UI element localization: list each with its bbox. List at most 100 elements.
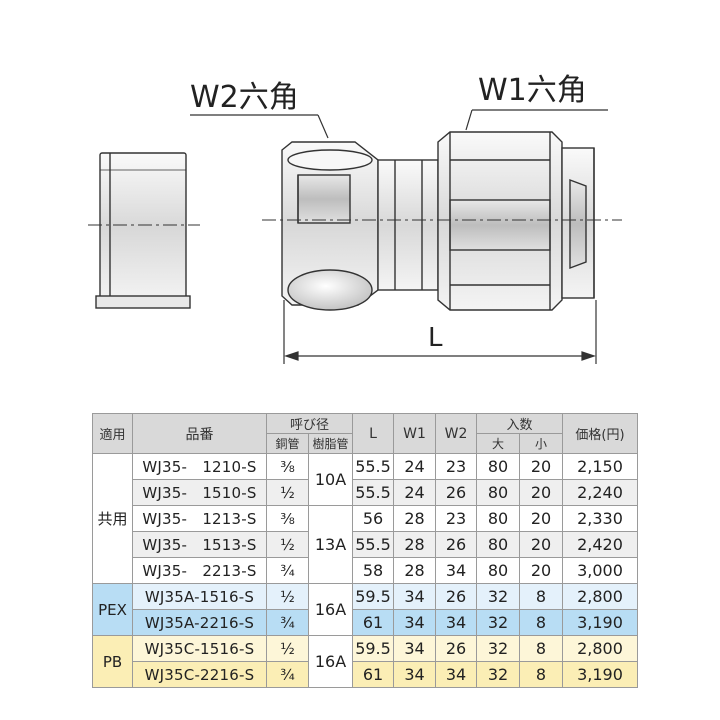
l-value: 58 xyxy=(352,557,394,584)
part-number: WJ35C-2216-S xyxy=(132,661,267,688)
header-qty: 入数 xyxy=(476,413,563,434)
w1-value: 34 xyxy=(393,609,436,636)
price: 3,000 xyxy=(562,557,638,584)
part-number: WJ35- 1510-S xyxy=(132,479,267,506)
l-dimension xyxy=(283,300,597,364)
w1-value: 34 xyxy=(393,661,436,688)
header-w1: W1 xyxy=(393,413,436,454)
l-value: 61 xyxy=(352,609,394,636)
qty-small: 20 xyxy=(519,479,563,506)
copper-size: ⅜ xyxy=(266,505,309,532)
union-end xyxy=(561,147,595,299)
part-number: WJ35A-1516-S xyxy=(132,583,267,610)
w1-hex-label: W1六角 xyxy=(478,73,587,108)
price: 2,150 xyxy=(562,453,638,480)
part-number: WJ35- 1513-S xyxy=(132,531,267,558)
w2-value: 34 xyxy=(435,609,477,636)
w2-value: 34 xyxy=(435,557,477,584)
copper-size: ⅜ xyxy=(266,453,309,480)
qty-large: 80 xyxy=(476,453,520,480)
w1-value: 28 xyxy=(393,557,436,584)
fitting-drawing: W2六角 W1六角 L xyxy=(88,73,622,364)
copper-size: ½ xyxy=(266,635,309,662)
w2-value: 26 xyxy=(435,479,477,506)
qty-large: 80 xyxy=(476,505,520,532)
w1-value: 24 xyxy=(393,479,436,506)
qty-large: 80 xyxy=(476,531,520,558)
l-value: 56 xyxy=(352,505,394,532)
copper-size: ¾ xyxy=(266,609,309,636)
w2-value: 23 xyxy=(435,453,477,480)
w2-value: 26 xyxy=(435,583,477,610)
w1-value: 24 xyxy=(393,453,436,480)
part-number: WJ35- 1213-S xyxy=(132,505,267,532)
price: 2,330 xyxy=(562,505,638,532)
qty-small: 20 xyxy=(519,557,563,584)
w1-value: 34 xyxy=(393,583,436,610)
resin-size: 16A xyxy=(308,635,353,688)
qty-small: 8 xyxy=(519,609,563,636)
resin-size: 13A xyxy=(308,505,353,584)
table-row: WJ35- 1213-S ⅜ 13A 56 28 23 80 20 2,330 xyxy=(93,505,638,584)
header-l: L xyxy=(352,413,394,454)
header-w2: W2 xyxy=(435,413,477,454)
w1-value: 28 xyxy=(393,531,436,558)
l-value: 55.5 xyxy=(352,453,394,480)
w2-leader xyxy=(190,114,329,139)
header-row-1: 適用 品番 呼び径 L W1 W2 入数 価格(円) xyxy=(92,413,638,454)
qty-small: 20 xyxy=(519,531,563,558)
table-row: WJ35- 1513-S ½ 55.5 28 26 80 20 2,420 xyxy=(93,531,638,558)
w1-value: 34 xyxy=(393,635,436,662)
copper-size: ½ xyxy=(266,583,309,610)
header-usage: 適用 xyxy=(92,413,133,454)
price: 2,800 xyxy=(562,635,638,662)
part-number: WJ35C-1516-S xyxy=(132,635,267,662)
qty-small: 20 xyxy=(519,453,563,480)
copper-size: ¾ xyxy=(266,557,309,584)
qty-large: 32 xyxy=(476,609,520,636)
qty-large: 80 xyxy=(476,479,520,506)
price: 2,240 xyxy=(562,479,638,506)
qty-large: 80 xyxy=(476,557,520,584)
header-copper: 銅管 xyxy=(266,433,309,454)
table-row: WJ35C-2216-S ¾ 61 34 34 32 8 3,190 xyxy=(93,661,638,688)
resin-size: 16A xyxy=(308,583,353,636)
l-value: 59.5 xyxy=(352,583,394,610)
w2-value: 34 xyxy=(435,661,477,688)
w2-hex-nut xyxy=(281,141,388,311)
header-large: 大 xyxy=(476,433,520,454)
w2-hex-label: W2六角 xyxy=(190,80,299,115)
qty-small: 8 xyxy=(519,661,563,688)
category-pb: PB xyxy=(92,635,133,688)
table-row: WJ35- 1510-S ½ 55.5 24 26 80 20 2,240 xyxy=(93,479,638,506)
price: 2,420 xyxy=(562,531,638,558)
header-nominal: 呼び径 xyxy=(266,413,353,434)
header-part-no: 品番 xyxy=(132,413,267,454)
price: 2,800 xyxy=(562,583,638,610)
category-shared: 共用 xyxy=(92,453,133,584)
sleeve-part xyxy=(95,152,191,309)
header-resin: 樹脂管 xyxy=(308,433,353,454)
w2-value: 26 xyxy=(435,635,477,662)
qty-small: 8 xyxy=(519,583,563,610)
table-row: PEX WJ35A-1516-S ½ 16A 59.5 34 26 32 8 2… xyxy=(92,583,638,636)
header-small: 小 xyxy=(519,433,563,454)
copper-size: ½ xyxy=(266,479,309,506)
w2-value: 26 xyxy=(435,531,477,558)
length-label: L xyxy=(428,323,443,353)
table-row: WJ35- 2213-S ¾ 58 28 34 80 20 3,000 xyxy=(93,557,638,584)
w1-leader xyxy=(465,109,608,131)
price: 3,190 xyxy=(562,609,638,636)
copper-size: ½ xyxy=(266,531,309,558)
price: 3,190 xyxy=(562,661,638,688)
table-row: WJ35A-2216-S ¾ 61 34 34 32 8 3,190 xyxy=(93,609,638,636)
body-neck xyxy=(377,159,439,291)
resin-size: 10A xyxy=(308,453,353,506)
w1-value: 28 xyxy=(393,505,436,532)
l-value: 55.5 xyxy=(352,479,394,506)
l-value: 59.5 xyxy=(352,635,394,662)
qty-large: 32 xyxy=(476,635,520,662)
table-row: 共用 WJ35- 1210-S ⅜ 10A 55.5 24 23 80 20 2… xyxy=(92,453,638,584)
spec-table: 適用 品番 呼び径 L W1 W2 入数 価格(円) 銅管 樹脂管 大 小 共用… xyxy=(92,413,638,688)
qty-small: 20 xyxy=(519,505,563,532)
